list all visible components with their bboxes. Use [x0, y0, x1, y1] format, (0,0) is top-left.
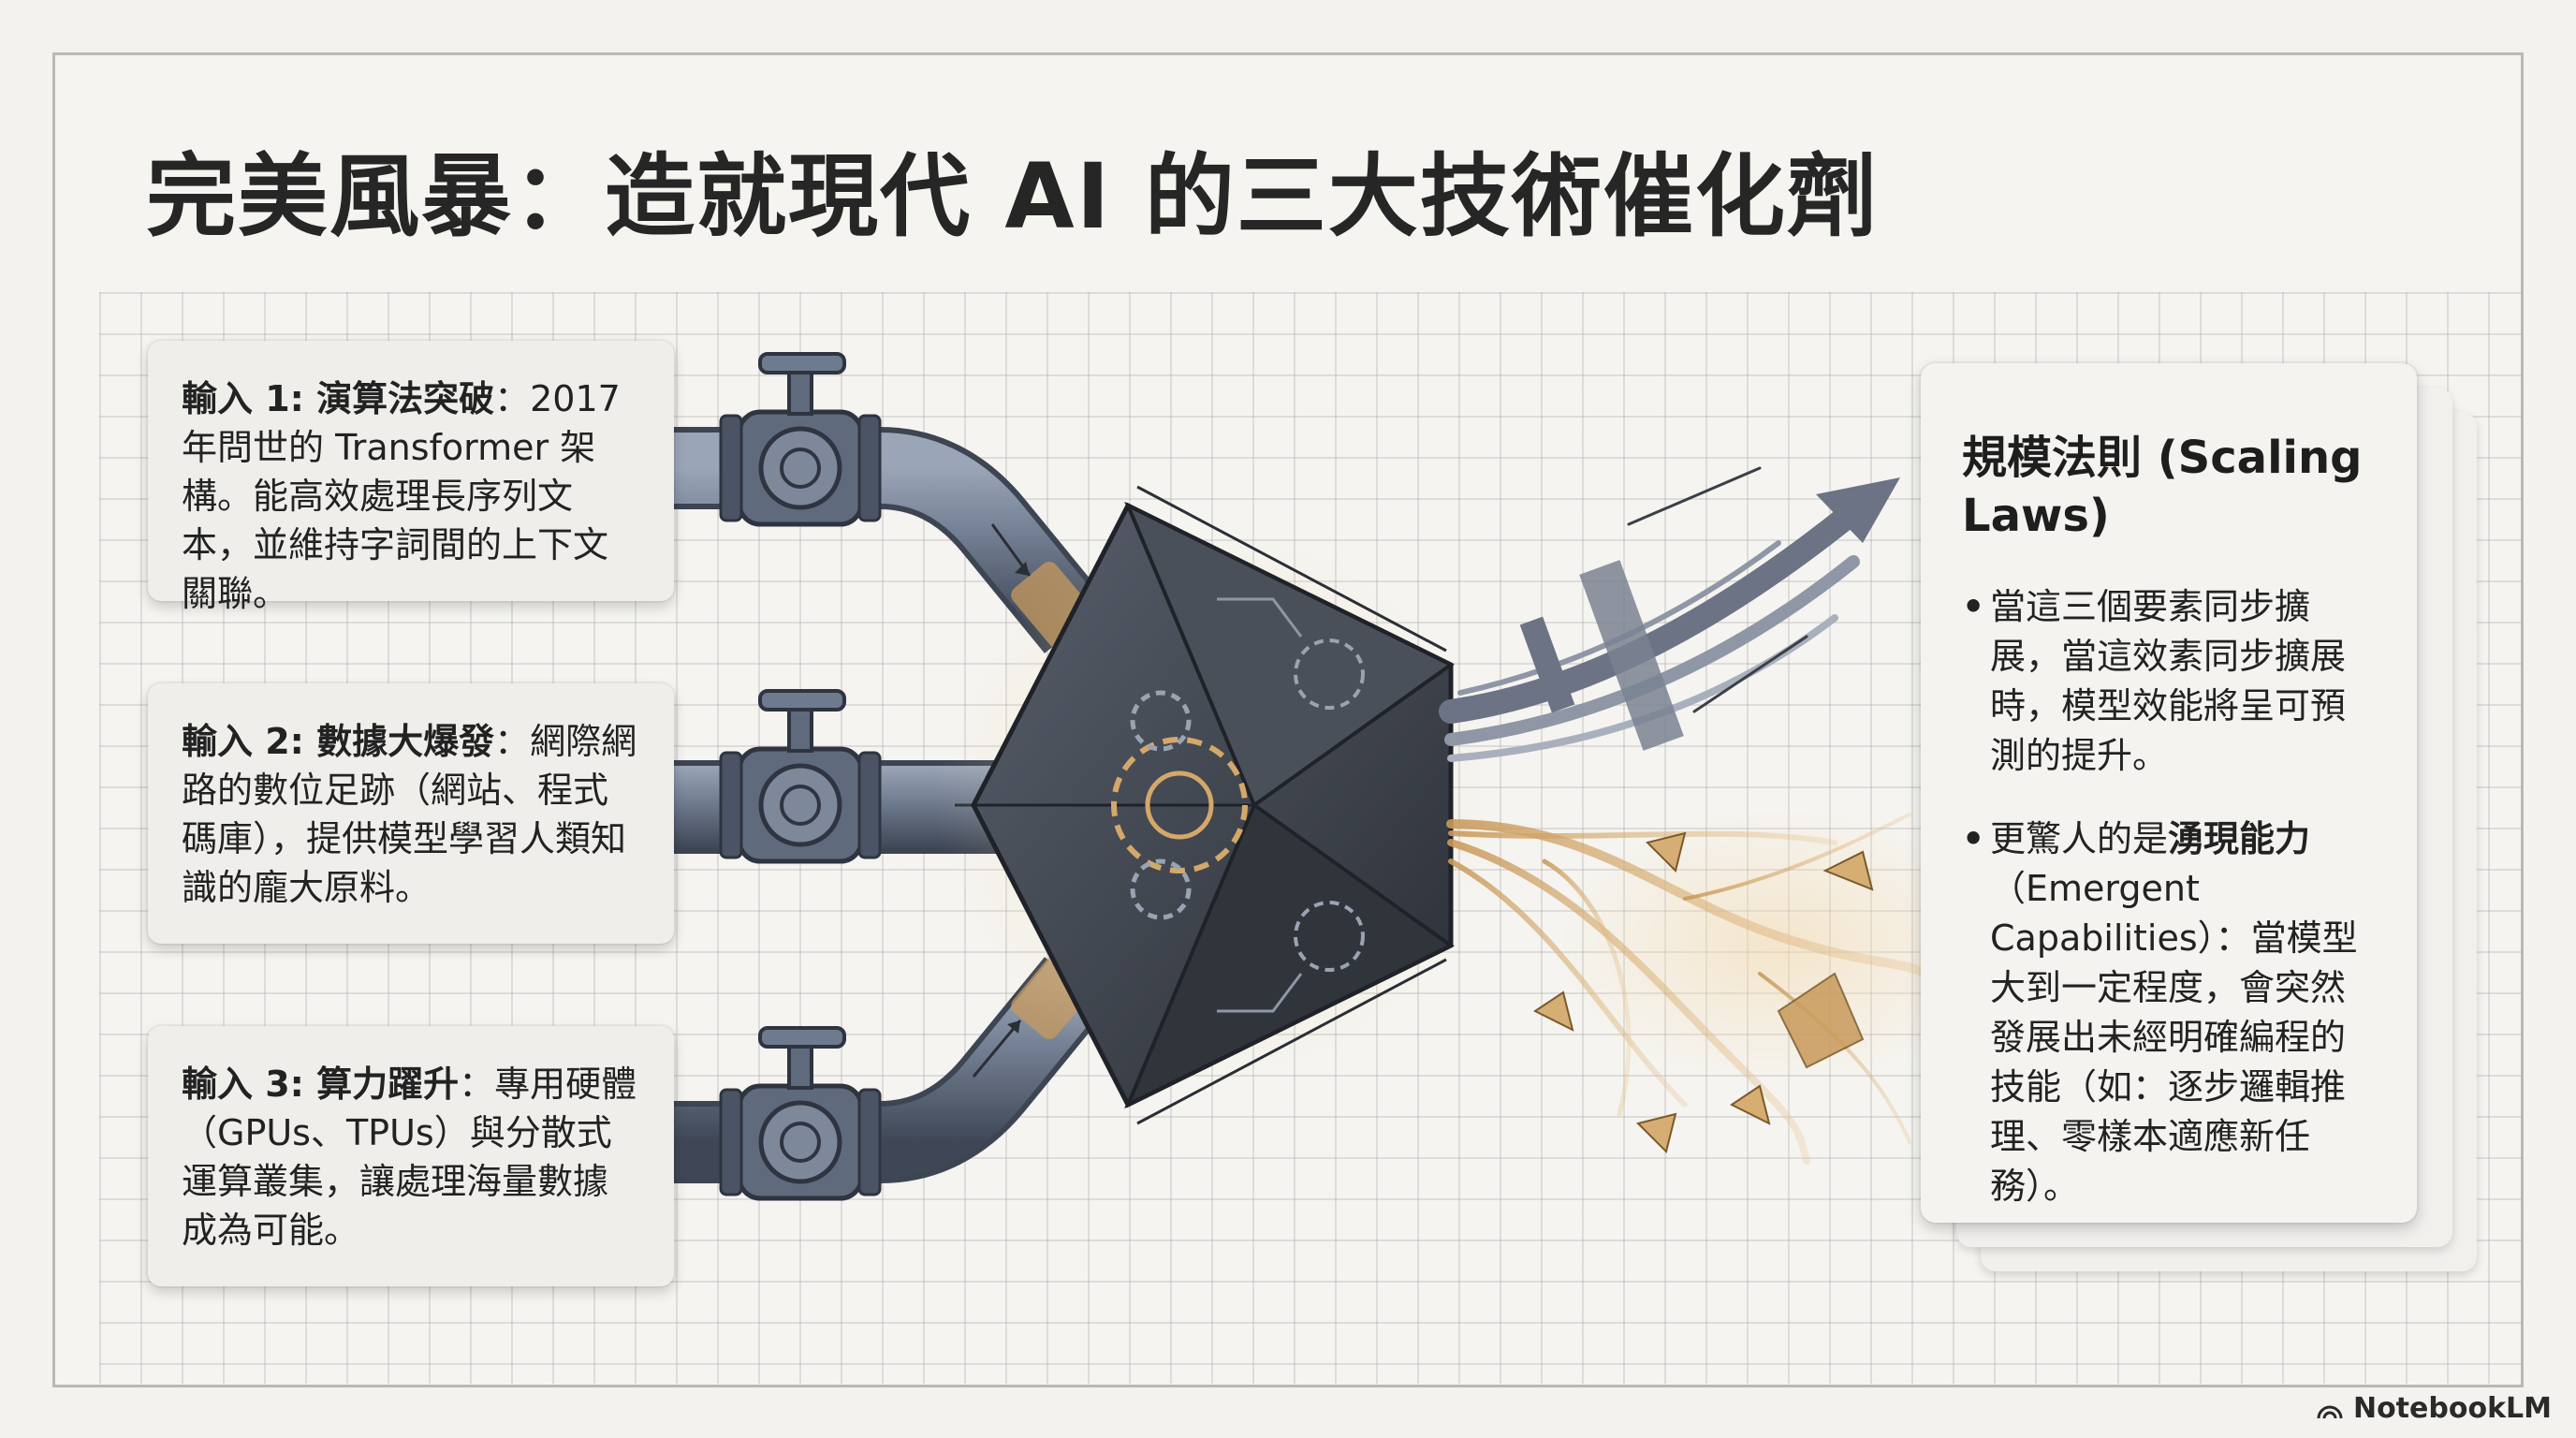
result-list: 當這三個要素同步擴展，當這效素同步擴展時，模型效能將呈可預測的提升。 更驚人的是… [1962, 582, 2379, 1211]
input-1-label: 輸入 1: 演算法突破 [182, 378, 495, 419]
input-card-algorithm: 輸入 1: 演算法突破：2017 年問世的 Transformer 架構。能高效… [148, 341, 674, 614]
input-card-data: 輸入 2: 數據大爆發：網際網路的數位足跡（網站、程式碼庫），提供模型學習人類知… [148, 683, 674, 944]
result-bullet-2: 更驚人的是湧現能力 （Emergent Capabilities）：當模型大到一定… [1962, 814, 2379, 1211]
input-1-text: ：2017 年問世的 Transformer 架構。能高效處理長序列文本，並維持… [182, 378, 621, 614]
result-card-scaling-laws: 規模法則 (Scaling Laws) 當這三個要素同步擴展，當這效素同步擴展時… [1921, 363, 2417, 1223]
notebooklm-logo-icon [2317, 1405, 2343, 1418]
input-3-text: ：專用硬體（GPUs、TPUs）與分散式運算叢集，讓處理海量數據成為可能。 [182, 1064, 637, 1251]
valve-top [719, 352, 882, 527]
bullet-2-emphasis: 湧現能力 [2168, 818, 2311, 859]
result-title: 規模法則 (Scaling Laws) [1962, 432, 2363, 542]
valve-middle [719, 689, 882, 864]
bullet-2-suffix: （Emergent Capabilities）：當模型大到一定程度，會突然發展出… [1990, 868, 2358, 1207]
input-card-compute: 輸入 3: 算力躍升：專用硬體（GPUs、TPUs）與分散式運算叢集，讓處理海量… [148, 1026, 674, 1286]
valve-bottom [719, 1026, 882, 1201]
brand-watermark: NotebookLM [2316, 1392, 2552, 1425]
input-3-label: 輸入 3: 算力躍升 [182, 1064, 460, 1105]
brand-label: NotebookLM [2352, 1392, 2552, 1425]
input-2-text: ：網際網路的數位足跡（網站、程式碼庫），提供模型學習人類知識的龐大原料。 [182, 721, 637, 908]
emergent-roots [1446, 805, 2003, 1165]
scaling-arrows [1439, 466, 1900, 762]
engine-prism [936, 485, 1498, 1125]
page-title: 完美風暴：造就現代 AI 的三大技術催化劑 [146, 144, 1879, 249]
input-2-label: 輸入 2: 數據大爆發 [182, 721, 495, 762]
result-bullet-1: 當這三個要素同步擴展，當這效素同步擴展時，模型效能將呈可預測的提升。 [1962, 582, 2379, 781]
bullet-2-prefix: 更驚人的是 [1990, 818, 2169, 859]
